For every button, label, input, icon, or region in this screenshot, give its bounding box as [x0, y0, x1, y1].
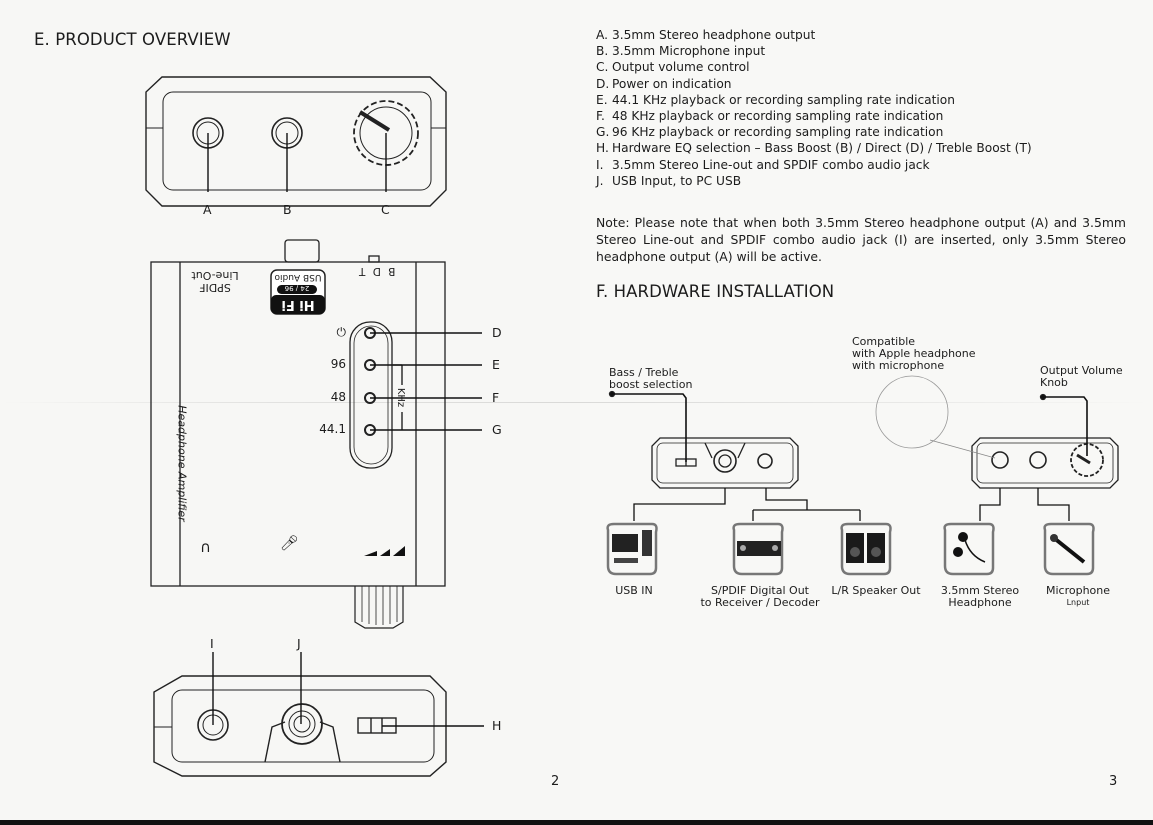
list-item: D.Power on indication	[596, 76, 732, 91]
page-number-left: 2	[551, 774, 560, 789]
bass-treble-label: Bass / Treble boost selection	[609, 366, 693, 391]
callout-j: J	[297, 636, 301, 651]
line-out-spdif-label: SPDIF Line-Out	[185, 269, 245, 294]
section-title-product-overview: E. PRODUCT OVERVIEW	[34, 30, 231, 49]
right-page	[580, 0, 1153, 820]
list-item: H.Hardware EQ selection – Bass Boost (B)…	[596, 141, 1032, 156]
list-item: B.3.5mm Microphone input	[596, 44, 766, 59]
scan-edge	[0, 820, 1153, 825]
device-caption-headphone: 3.5mm Stereo Headphone	[940, 584, 1020, 609]
microphone-icon: 🎤︎	[280, 534, 300, 552]
note-paragraph: Note: Please note that when both 3.5mm S…	[596, 215, 1126, 264]
callout-e: E	[492, 357, 500, 372]
badge-rate-text: 24 / 96	[284, 284, 310, 292]
spdif-label: SPDIF	[199, 281, 231, 294]
volume-level-icon	[364, 546, 405, 556]
callout-d: D	[492, 325, 502, 340]
front-panel-diagram	[145, 76, 447, 207]
component-list: A.3.5mm Stereo headphone output B.3.5mm …	[596, 27, 1032, 189]
left-page	[0, 0, 580, 820]
installation-diagram	[608, 375, 1119, 521]
callout-i: I	[210, 636, 214, 651]
callout-g: G	[492, 422, 502, 437]
list-item: A.3.5mm Stereo headphone output	[596, 28, 816, 42]
device-caption-usb-in: USB IN	[615, 584, 653, 597]
usb-audio-badge-text: USB Audio	[274, 272, 322, 282]
list-item: J.USB Input, to PC USB	[596, 173, 742, 188]
eq-letters-label: B D T	[357, 265, 396, 277]
headphone-icon: ∩	[200, 538, 211, 556]
power-icon: ⏻	[336, 325, 347, 339]
output-volume-knob-label: Output Volume Knob	[1040, 364, 1123, 389]
indicator-label-96: 96	[330, 357, 346, 371]
device-caption-microphone: Microphone Lnput	[1045, 584, 1111, 608]
callout-c: C	[381, 202, 390, 217]
rear-panel-diagram	[153, 652, 484, 777]
callout-a: A	[203, 202, 212, 217]
device-caption-speakers: L/R Speaker Out	[831, 584, 921, 597]
section-title-hardware-installation: F. HARDWARE INSTALLATION	[596, 282, 835, 301]
list-item: G.96 KHz playback or recording sampling …	[596, 125, 944, 140]
line-out-label: Line-Out	[191, 269, 239, 282]
callout-b: B	[283, 202, 292, 217]
list-item: I.3.5mm Stereo Line-out and SPDIF combo …	[596, 157, 930, 172]
device-caption-spdif: S/PDIF Digital Out to Receiver / Decoder	[700, 584, 820, 609]
callout-f: F	[492, 390, 500, 405]
list-item: F.48 KHz playback or recording sampling …	[596, 109, 944, 124]
list-item: C.Output volume control	[596, 60, 750, 75]
indicator-label-44-1: 44.1	[319, 422, 346, 436]
list-item: E.44.1 KHz playback or recording samplin…	[596, 92, 955, 107]
paper-fold-crease	[0, 402, 1153, 403]
khz-label: KHz	[395, 387, 407, 408]
indicator-label-48: 48	[330, 390, 346, 404]
hifi-badge	[270, 269, 326, 315]
callout-h: H	[492, 718, 502, 733]
compatible-apple-label: Compatible with Apple headphone with mic…	[852, 335, 976, 372]
hifi-text: Hi Fi	[281, 297, 315, 312]
headphone-amplifier-label: Headphone Amplifier	[175, 405, 189, 522]
page-number-right: 3	[1109, 774, 1118, 789]
top-view-diagram	[150, 239, 482, 629]
